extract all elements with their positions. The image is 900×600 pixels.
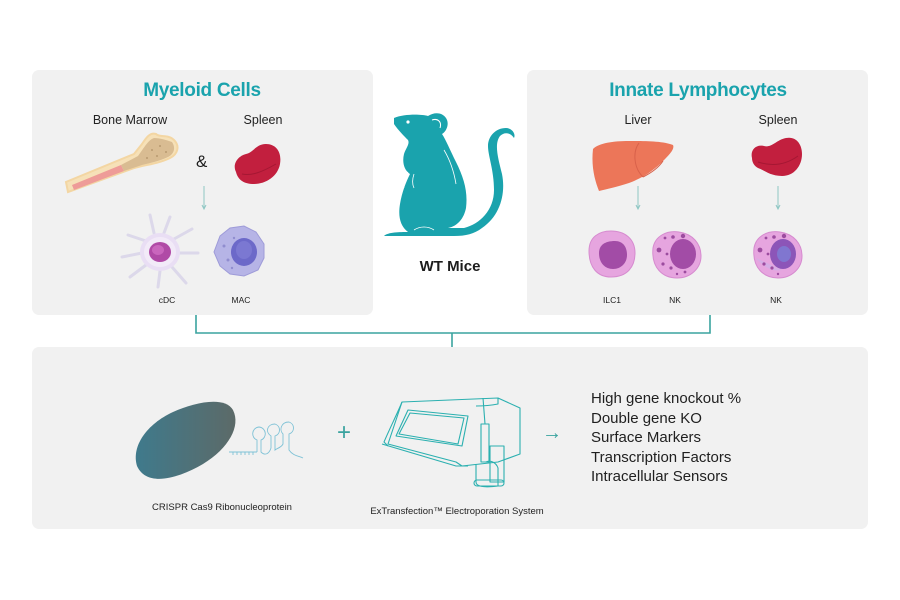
- spleen-icon: [234, 144, 281, 184]
- plus-icon: +: [337, 419, 352, 446]
- innate-lymphocytes-panel: [527, 70, 868, 315]
- wt-mice-label: WT Mice: [419, 258, 481, 275]
- mac-label: MAC: [231, 295, 251, 305]
- outcome-item: Double gene KO: [591, 409, 702, 427]
- liver-icon: [592, 141, 674, 191]
- ilc1-cell-icon: [588, 230, 636, 278]
- down-arrow-icon: [635, 186, 641, 211]
- myeloid-spleen-label: Spleen: [243, 113, 283, 127]
- innate-panel-title: Innate Lymphocytes: [609, 80, 787, 101]
- cas9-rnp-icon: [135, 401, 304, 479]
- device-label: ExTransfection™ Electroporation System: [370, 506, 544, 517]
- outcome-item: Surface Markers: [591, 429, 702, 446]
- ilc1-label: ILC1: [603, 295, 621, 305]
- spleen-icon: [751, 137, 802, 176]
- cdc-label: cDC: [158, 295, 176, 305]
- innate-spleen-label: Spleen: [758, 113, 798, 127]
- nk-spleen-label: NK: [770, 295, 782, 305]
- rnp-label: CRISPR Cas9 Ribonucleoprotein: [152, 502, 292, 513]
- right-arrow-icon: →: [542, 422, 562, 444]
- and-symbol: &: [196, 152, 208, 171]
- macrophage-icon: [213, 225, 265, 277]
- electroporation-device-icon: [381, 397, 521, 488]
- outcome-item: High gene knockout %: [591, 390, 742, 407]
- outcome-item: Transcription Factors: [591, 448, 732, 466]
- mouse-icon: [384, 113, 515, 236]
- nk-cell-icon: [652, 231, 702, 279]
- dendritic-cell-icon: [120, 213, 200, 289]
- down-arrow-icon: [775, 186, 781, 211]
- outcomes-list: High gene knockout % Double gene KO Surf…: [591, 389, 741, 487]
- myeloid-panel-title: Myeloid Cells: [143, 80, 261, 101]
- outcome-item: Intracellular Sensors: [591, 468, 728, 485]
- bone-icon: [64, 132, 179, 194]
- nk-liver-label: NK: [669, 295, 681, 305]
- myeloid-cells-panel: [32, 70, 373, 315]
- nk-cell-icon: [753, 231, 803, 279]
- liver-label: Liver: [624, 113, 652, 127]
- bone-marrow-label: Bone Marrow: [92, 113, 168, 127]
- down-arrow-icon: [201, 186, 207, 211]
